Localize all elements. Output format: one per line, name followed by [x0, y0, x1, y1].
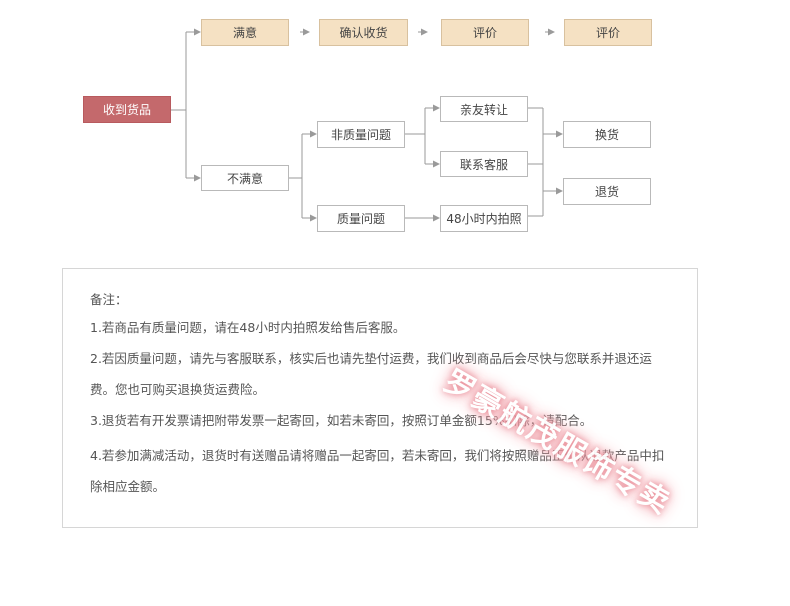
node-unsatisfied: 不满意: [201, 165, 289, 191]
note-item-4: 4.若参加满减活动，退货时有送赠品请将赠品一起寄回，若未寄回，我们将按照赠品正价…: [90, 448, 665, 494]
notes-panel: 备注： 1.若商品有质量问题，请在48小时内拍照发给售后客服。 2.若因质量问题…: [62, 268, 698, 528]
node-photo-48h: 48小时内拍照: [440, 205, 528, 232]
node-review: 评价: [441, 19, 529, 46]
node-non-quality-issue: 非质量问题: [317, 121, 405, 148]
node-review-final: 评价: [564, 19, 652, 46]
node-confirm-receipt: 确认收货: [319, 19, 408, 46]
notes-heading: 备注：: [90, 292, 128, 307]
node-contact-service: 联系客服: [440, 151, 528, 177]
node-return: 退货: [563, 178, 651, 205]
node-gift-to-friend: 亲友转让: [440, 96, 528, 122]
flow-connectors: [171, 28, 563, 222]
node-quality-issue: 质量问题: [317, 205, 405, 232]
note-item-1: 1.若商品有质量问题，请在48小时内拍照发给售后客服。: [90, 320, 406, 335]
note-item-2: 2.若因质量问题，请先与客服联系，核实后也请先垫付运费，我们收到商品后会尽快与您…: [90, 351, 652, 397]
node-exchange: 换货: [563, 121, 651, 148]
note-item-3: 3.退货若有开发票请把附带发票一起寄回，如若未寄回，按照订单金额15%扣除，请配…: [90, 413, 593, 428]
node-start: 收到货品: [83, 96, 171, 123]
node-satisfied: 满意: [201, 19, 289, 46]
